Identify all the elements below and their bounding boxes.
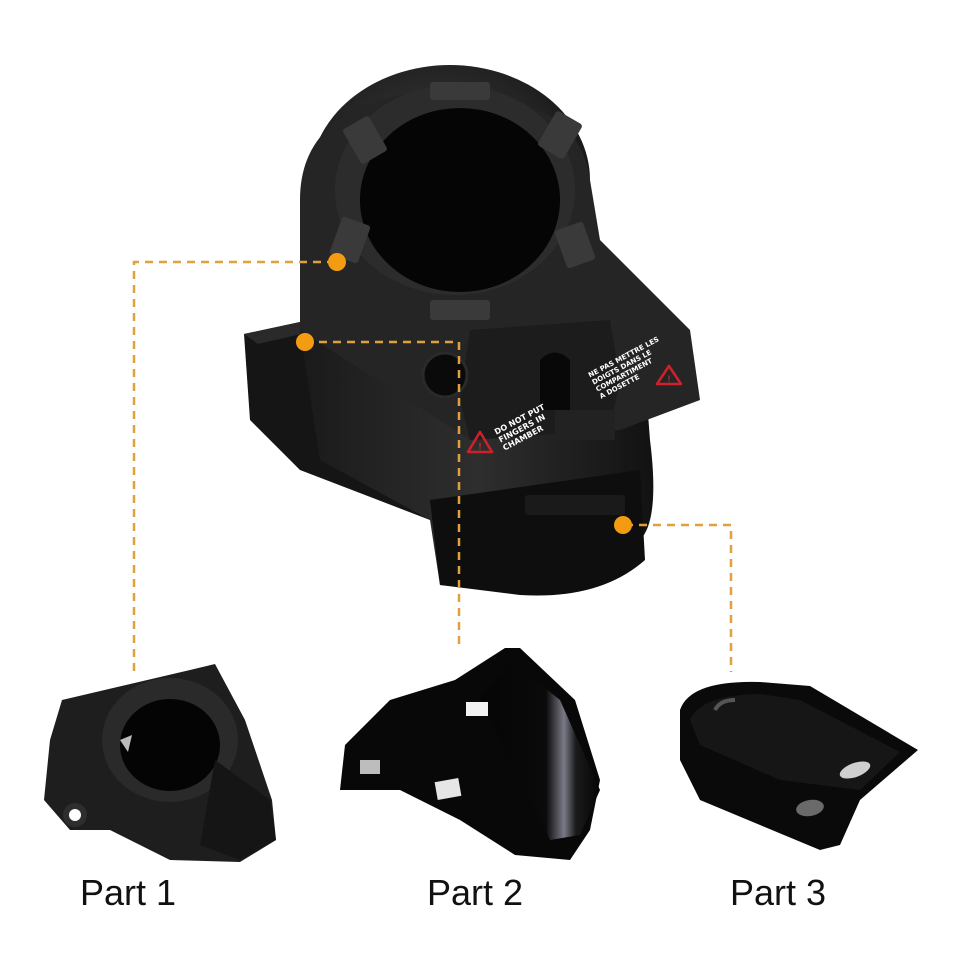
part-1-image [44, 664, 276, 862]
warning-triangle-icon [655, 364, 683, 386]
callout-dot-part-1 [328, 253, 346, 271]
callout-dots [296, 253, 632, 534]
main-assembly: ! ! [244, 65, 700, 596]
part-3-label: Part 3 [730, 872, 827, 913]
part-2-image [340, 648, 600, 860]
callout-lines [132, 260, 733, 672]
callout-dot-part-2 [296, 333, 314, 351]
warning-triangle-icon [466, 430, 494, 454]
part-2-label: Part 2 [427, 872, 524, 913]
svg-text:!: ! [478, 442, 481, 453]
callout-dot-part-3 [614, 516, 632, 534]
part-3-image [680, 681, 918, 850]
part-1-label: Part 1 [80, 872, 177, 913]
svg-text:!: ! [668, 374, 671, 384]
